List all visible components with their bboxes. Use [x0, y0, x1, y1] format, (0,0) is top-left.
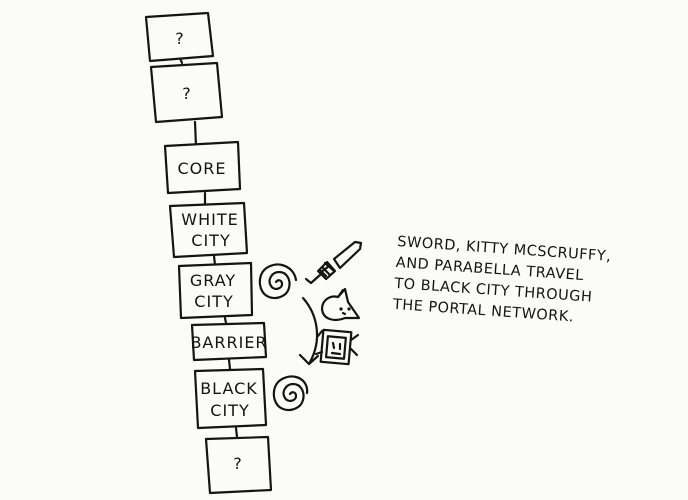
box-label: ? — [233, 454, 243, 473]
connector-line — [223, 316, 228, 325]
story-caption: SWORD, KITTY MCSCRUFFY, AND PARABELLA TR… — [392, 232, 627, 332]
box-label-line1: GRAY — [190, 271, 236, 290]
box-unknown-bottom: ? — [204, 435, 273, 495]
box-outline — [193, 367, 268, 430]
box-gray-city: GRAY CITY — [177, 261, 254, 320]
box-core: CORE — [163, 140, 242, 195]
box-white-city: WHITE CITY — [168, 201, 249, 259]
box-label-line2: CITY — [210, 401, 249, 420]
sword-icon — [304, 240, 363, 285]
box-label: ? — [175, 29, 185, 48]
connector-line — [234, 426, 239, 439]
box-unknown-second: ? — [149, 61, 224, 124]
connector-line — [227, 358, 232, 371]
box-outline — [204, 435, 273, 495]
connector-line — [193, 120, 198, 148]
cat-icon — [320, 287, 361, 321]
portal-spiral-icon — [272, 375, 309, 412]
box-label: CORE — [178, 159, 227, 178]
box-label: ? — [182, 84, 192, 103]
portal-spiral-icon — [258, 263, 298, 300]
box-black-city: BLACK CITY — [193, 367, 268, 430]
box-outline — [168, 201, 249, 259]
box-barrier: BARRIER — [190, 321, 268, 362]
box-unknown-top: ? — [144, 11, 215, 63]
curved-arrow-icon — [298, 296, 320, 366]
box-outline — [144, 11, 215, 63]
box-label: BARRIER — [190, 333, 267, 352]
robot-icon — [314, 328, 360, 366]
box-label-line1: BLACK — [200, 379, 258, 398]
chain-connectors — [178, 56, 239, 439]
box-outline — [149, 61, 224, 124]
box-label-line2: CITY — [191, 231, 230, 250]
box-label-line2: CITY — [194, 292, 233, 311]
box-outline — [190, 321, 268, 362]
box-outline — [163, 140, 242, 195]
box-outline — [177, 261, 254, 320]
box-label-line1: WHITE — [181, 210, 238, 229]
